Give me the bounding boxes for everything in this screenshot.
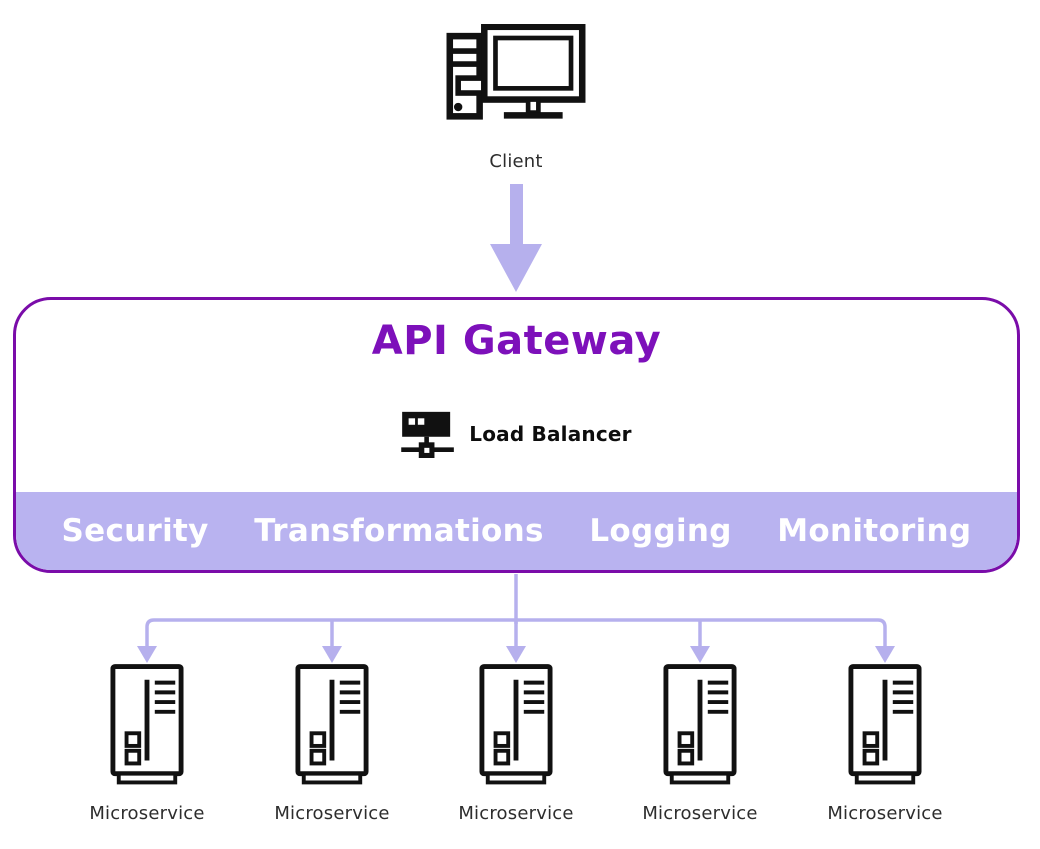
client-to-gateway-arrow	[490, 184, 542, 292]
load-balancer-icon	[401, 410, 455, 458]
desktop-computer-icon	[446, 24, 586, 121]
feature-monitoring: Monitoring	[777, 513, 972, 549]
server-icon	[479, 664, 553, 785]
gateway-to-microservices-connectors	[137, 574, 895, 663]
api-gateway-title: API Gateway	[371, 318, 662, 364]
feature-transformations: Transformations	[254, 513, 544, 549]
microservice-label: Microservice	[642, 803, 758, 824]
microservice-label: Microservice	[827, 803, 943, 824]
microservice-label: Microservice	[458, 803, 574, 824]
client-label: Client	[489, 151, 543, 172]
api-gateway-box: API Gateway Load Balancer Security Trans…	[13, 297, 1020, 573]
microservice-label: Microservice	[89, 803, 205, 824]
server-icon	[295, 664, 369, 785]
microservice-label: Microservice	[274, 803, 390, 824]
feature-logging: Logging	[589, 513, 732, 549]
microservice-node: Microservice	[72, 664, 222, 824]
microservice-node: Microservice	[441, 664, 591, 824]
features-band: Security Transformations Logging Monitor…	[16, 492, 1017, 570]
microservice-node: Microservice	[810, 664, 960, 824]
feature-security: Security	[61, 513, 209, 549]
load-balancer-label: Load Balancer	[469, 422, 632, 446]
server-icon	[848, 664, 922, 785]
client-node: Client	[412, 24, 620, 172]
server-icon	[663, 664, 737, 785]
microservice-node: Microservice	[257, 664, 407, 824]
microservice-node: Microservice	[625, 664, 775, 824]
load-balancer: Load Balancer	[16, 410, 1017, 458]
server-icon	[110, 664, 184, 785]
